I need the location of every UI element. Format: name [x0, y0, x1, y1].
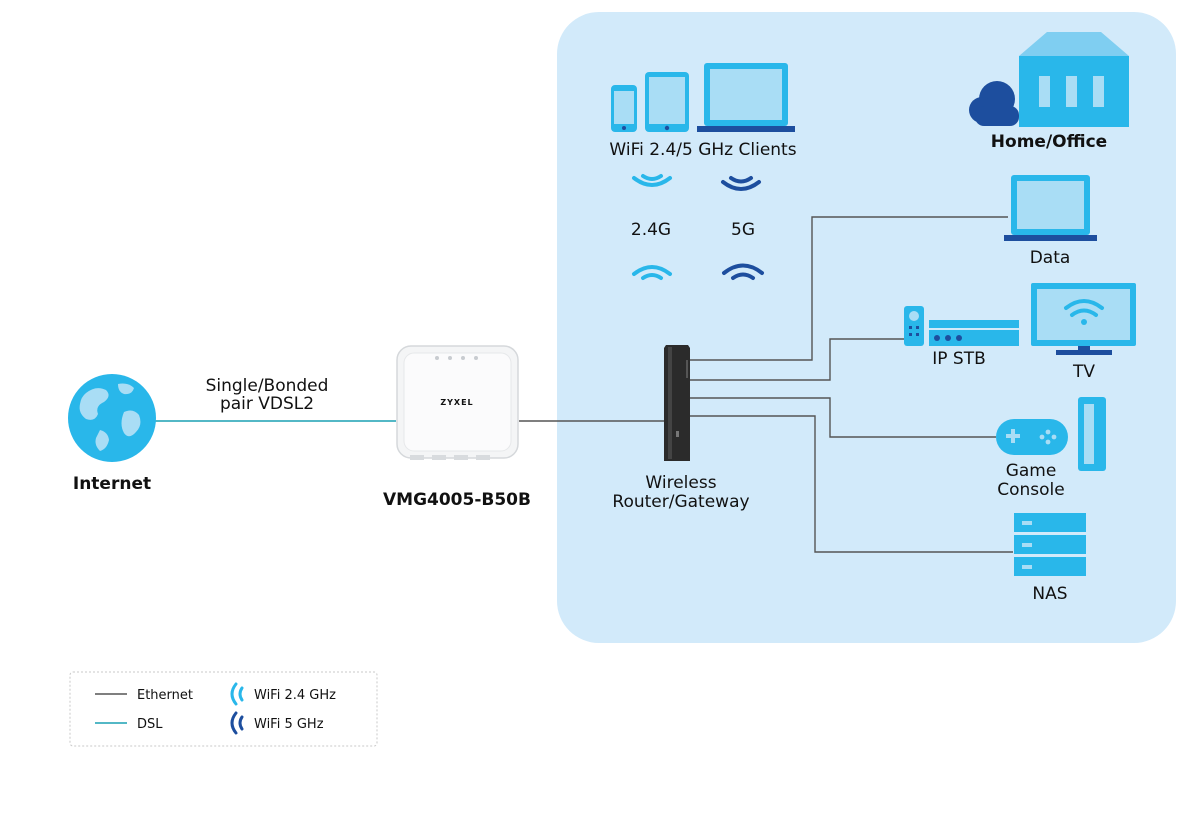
legend-wifi24-label: WiFi 2.4 GHz: [254, 688, 336, 703]
legend-wifi24-icon: [230, 682, 244, 706]
modem-brand-logo: ZYXEL: [440, 398, 473, 407]
router-label-1: Wireless: [645, 473, 716, 493]
dsl-link-label-2: pair VDSL2: [220, 394, 314, 414]
ethernet-nas: [690, 415, 1013, 553]
dsl-link-label-1: Single/Bonded: [206, 376, 329, 396]
laptop-icon: [697, 63, 795, 132]
band-24-label: 2.4G: [631, 220, 671, 240]
nas-label: NAS: [1032, 584, 1067, 604]
wifi-5-signal-top-icon: [721, 176, 761, 191]
globe-icon: [68, 374, 156, 462]
phone-icon: [611, 85, 637, 132]
tablet-icon: [645, 72, 689, 132]
legend-ethernet-label: Ethernet: [137, 688, 193, 703]
data-label: Data: [1030, 248, 1071, 268]
tv-label: TV: [1072, 362, 1095, 382]
ethernet-game: [690, 397, 996, 438]
router-label-2: Router/Gateway: [612, 492, 749, 512]
set-top-box-icon: [929, 320, 1019, 346]
modem-device: [396, 345, 519, 460]
ethernet-stb: [690, 338, 908, 381]
data-laptop-icon: [1004, 175, 1097, 241]
nas-icon: [1014, 513, 1086, 576]
wifi-5-signal-bottom-icon: [722, 263, 764, 280]
band-5-label: 5G: [731, 220, 755, 240]
home-office-label: Home/Office: [991, 132, 1107, 152]
home-office-panel: [557, 12, 1176, 643]
game-console-label-1: Game: [1006, 461, 1057, 481]
modem-label: VMG4005-B50B: [383, 490, 531, 510]
ip-stb-label: IP STB: [932, 349, 986, 369]
internet-label: Internet: [73, 474, 151, 494]
router-device: [664, 345, 690, 461]
wifi-24-signal-bottom-icon: [632, 265, 672, 280]
remote-icon: [904, 306, 924, 346]
console-icon: [1078, 397, 1106, 471]
tv-icon: [1031, 283, 1136, 355]
game-console-label-2: Console: [997, 480, 1065, 500]
gamepad-icon: [996, 419, 1068, 455]
legend-dsl-label: DSL: [137, 717, 163, 732]
ethernet-data: [690, 216, 1008, 361]
wifi-24-signal-top-icon: [632, 174, 672, 187]
connections: [155, 216, 1013, 553]
legend-wifi5-label: WiFi 5 GHz: [254, 717, 324, 732]
cloud-icon: [969, 81, 1019, 126]
building-icon: [1019, 32, 1129, 127]
wifi-clients-label: WiFi 2.4/5 GHz Clients: [609, 140, 796, 160]
legend-wifi5-icon: [230, 711, 244, 735]
legend: [69, 671, 378, 747]
